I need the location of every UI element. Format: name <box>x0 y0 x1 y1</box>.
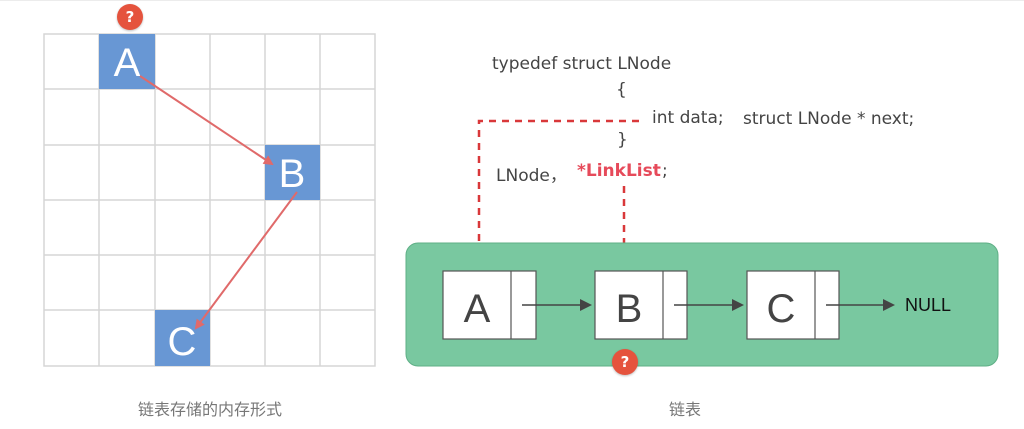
memory-caption: 链表存储的内存形式 <box>137 400 282 419</box>
pointer-arrow-a-to-b <box>139 75 274 166</box>
null-label: NULL <box>905 295 951 315</box>
pointer-arrow-b-to-c <box>194 191 298 330</box>
memory-node-b-label: B <box>279 152 306 196</box>
linked-list-caption: 链表 <box>668 400 701 419</box>
top-divider <box>0 0 1024 1</box>
list-node-b <box>594 270 688 340</box>
code-typedef-line: typedef struct LNode <box>492 54 672 74</box>
memory-node-c-label: C <box>168 320 197 364</box>
dashed-connector-lnode <box>477 119 644 280</box>
code-alias-lnode: LNode， <box>496 166 567 186</box>
memory-cell-b <box>265 145 320 200</box>
code-alias-linklist: *LinkList <box>577 161 661 181</box>
memory-node-a-label: A <box>114 41 141 85</box>
list-node-c-label: C <box>767 287 796 331</box>
code-open-brace: { <box>616 80 627 100</box>
code-field-next: struct LNode * next; <box>743 109 915 129</box>
help-badge-memory[interactable]: ? <box>117 4 143 30</box>
help-badge-list[interactable]: ? <box>612 349 638 375</box>
code-field-data: int data; <box>652 108 724 128</box>
list-node-b-label: B <box>616 287 643 331</box>
list-node-a-label: A <box>464 287 491 331</box>
code-alias-semicolon: ; <box>662 161 668 181</box>
code-close-brace: } <box>617 130 628 150</box>
list-node-a <box>442 270 537 340</box>
